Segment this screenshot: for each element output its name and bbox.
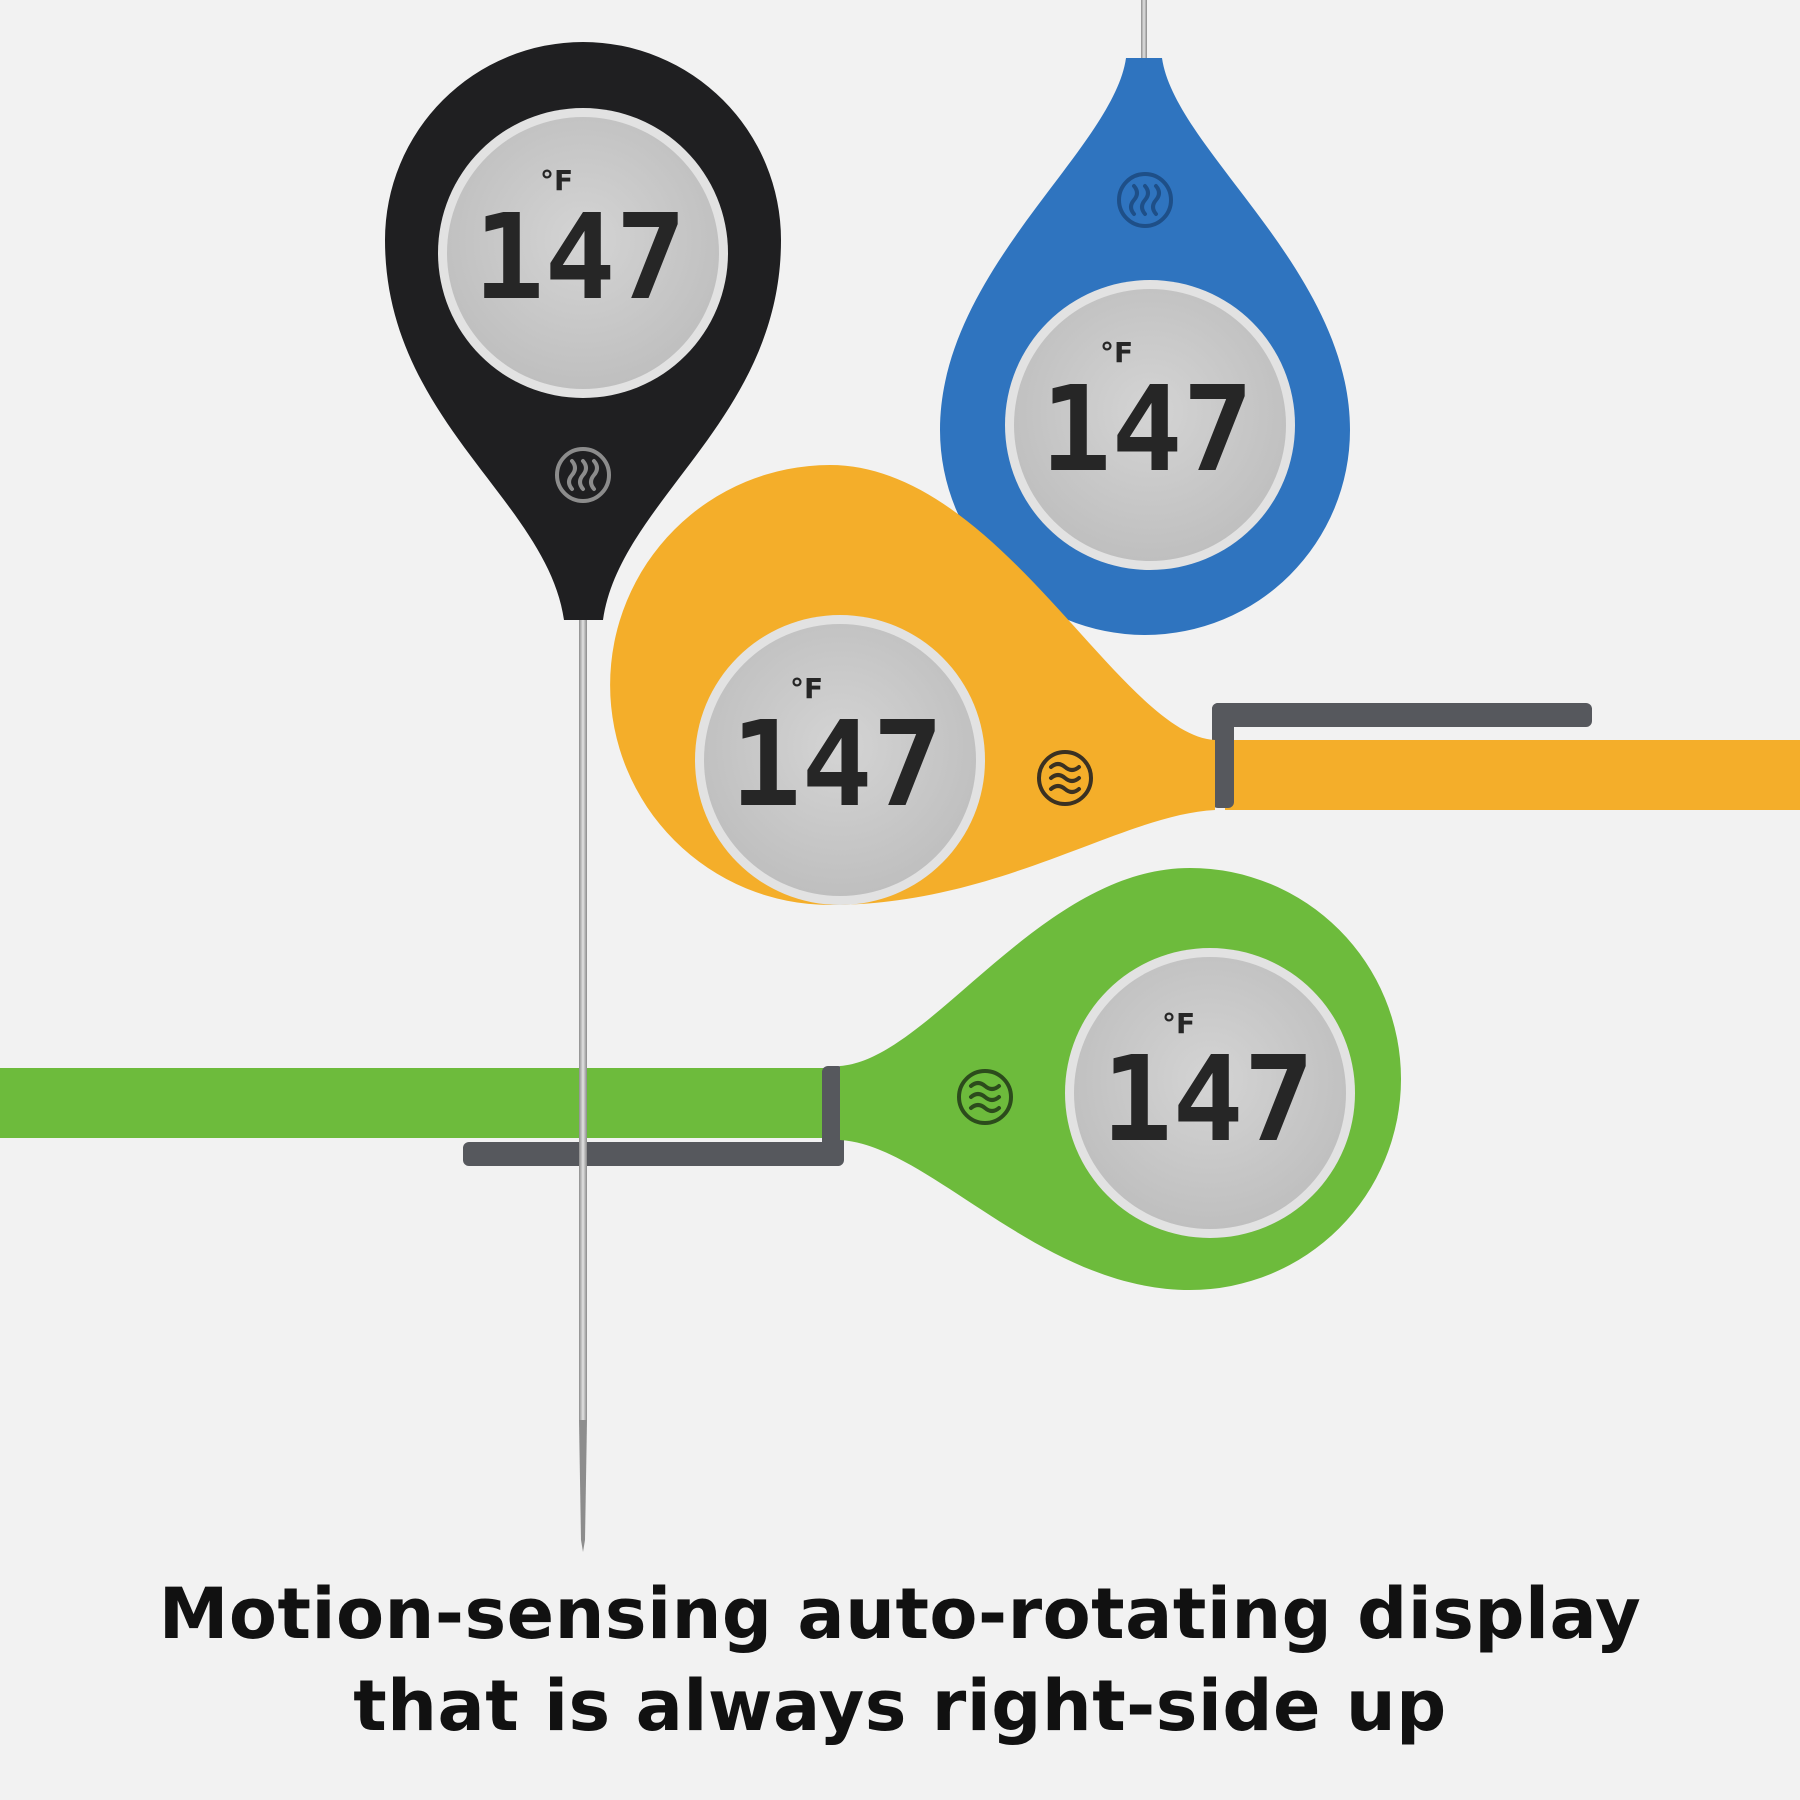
lcd-black [447,117,719,389]
thermoworks-logo-icon [957,1069,1013,1125]
probe-blue [1141,0,1147,60]
lcd-green [1074,957,1346,1229]
handle-green [0,1068,830,1138]
thermometer-yellow: °F 147 [610,465,1800,905]
unit-label-yellow: °F [790,672,823,705]
caption: Motion-sensing auto-rotating display tha… [0,1568,1800,1752]
thermometer-blue: °F 147 [940,0,1350,635]
temperature-reading-yellow: 147 [730,695,943,833]
thermoworks-logo-icon [1117,172,1173,228]
unit-label-blue: °F [1100,336,1133,369]
handle-yellow [1225,740,1800,810]
thermometer-green: °F 147 [0,868,1401,1290]
lcd-blue [1014,289,1286,561]
thermometer-black: °F 147 [385,42,781,1552]
probe-black [579,610,587,1420]
temperature-reading-black: 147 [473,188,686,326]
temperature-reading-green: 147 [1101,1030,1314,1168]
caption-line-2: that is always right-side up [353,1665,1447,1747]
clip-yellow [1212,703,1592,727]
clip-yellow-tab [1212,703,1234,808]
probe-black-tip [579,1420,587,1552]
thermoworks-logo-icon [1037,750,1093,806]
unit-label-green: °F [1162,1007,1195,1040]
temperature-reading-blue: 147 [1040,360,1253,498]
unit-label-black: °F [540,164,573,197]
lcd-yellow [704,624,976,896]
clip-green [463,1142,843,1166]
caption-line-1: Motion-sensing auto-rotating display [158,1573,1642,1655]
clip-green-tab [822,1066,844,1166]
thermoworks-logo-icon [555,447,611,503]
